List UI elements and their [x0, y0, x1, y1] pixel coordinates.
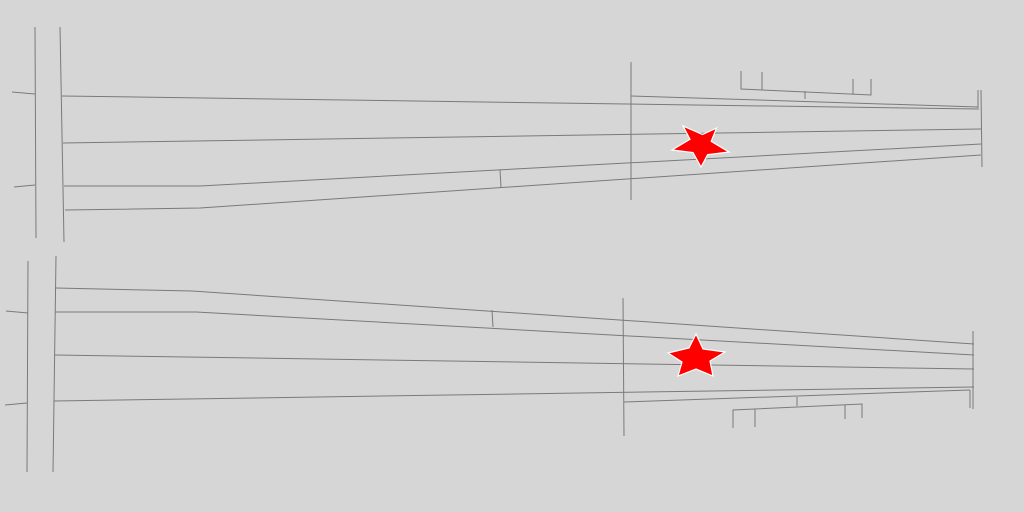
bottom-divider	[622, 297, 625, 437]
top-spur-line	[740, 71, 872, 96]
top-tick-mid	[499, 169, 502, 188]
bottom-spur-line	[732, 403, 863, 428]
star-marker-icon	[670, 124, 731, 169]
bottom-track-3	[54, 354, 975, 370]
top-track-3	[64, 143, 982, 187]
top-track-4	[64, 154, 982, 211]
bottom-tick-mid	[491, 309, 494, 328]
top-track-2	[62, 128, 982, 144]
top-right-end	[980, 89, 983, 168]
bottom-spur-link	[623, 389, 971, 403]
star-marker-icon	[666, 332, 727, 377]
bottom-stub-left-1	[5, 310, 29, 314]
top-stub-left-2	[13, 184, 36, 188]
bottom-track-panel	[4, 255, 975, 473]
top-track-panel	[11, 26, 983, 243]
top-track-1	[61, 95, 980, 110]
top-stub-left-1	[11, 91, 36, 95]
bottom-track-2	[55, 311, 975, 356]
bottom-stub-left-2	[4, 402, 28, 406]
bottom-track-4	[53, 386, 975, 402]
bottom-left-rail-1	[26, 260, 29, 473]
bottom-track-1	[55, 287, 975, 345]
top-spur-link	[630, 95, 979, 108]
top-left-rail-2	[59, 26, 65, 243]
bottom-left-rail-2	[52, 255, 57, 473]
top-left-rail-1	[34, 26, 37, 239]
